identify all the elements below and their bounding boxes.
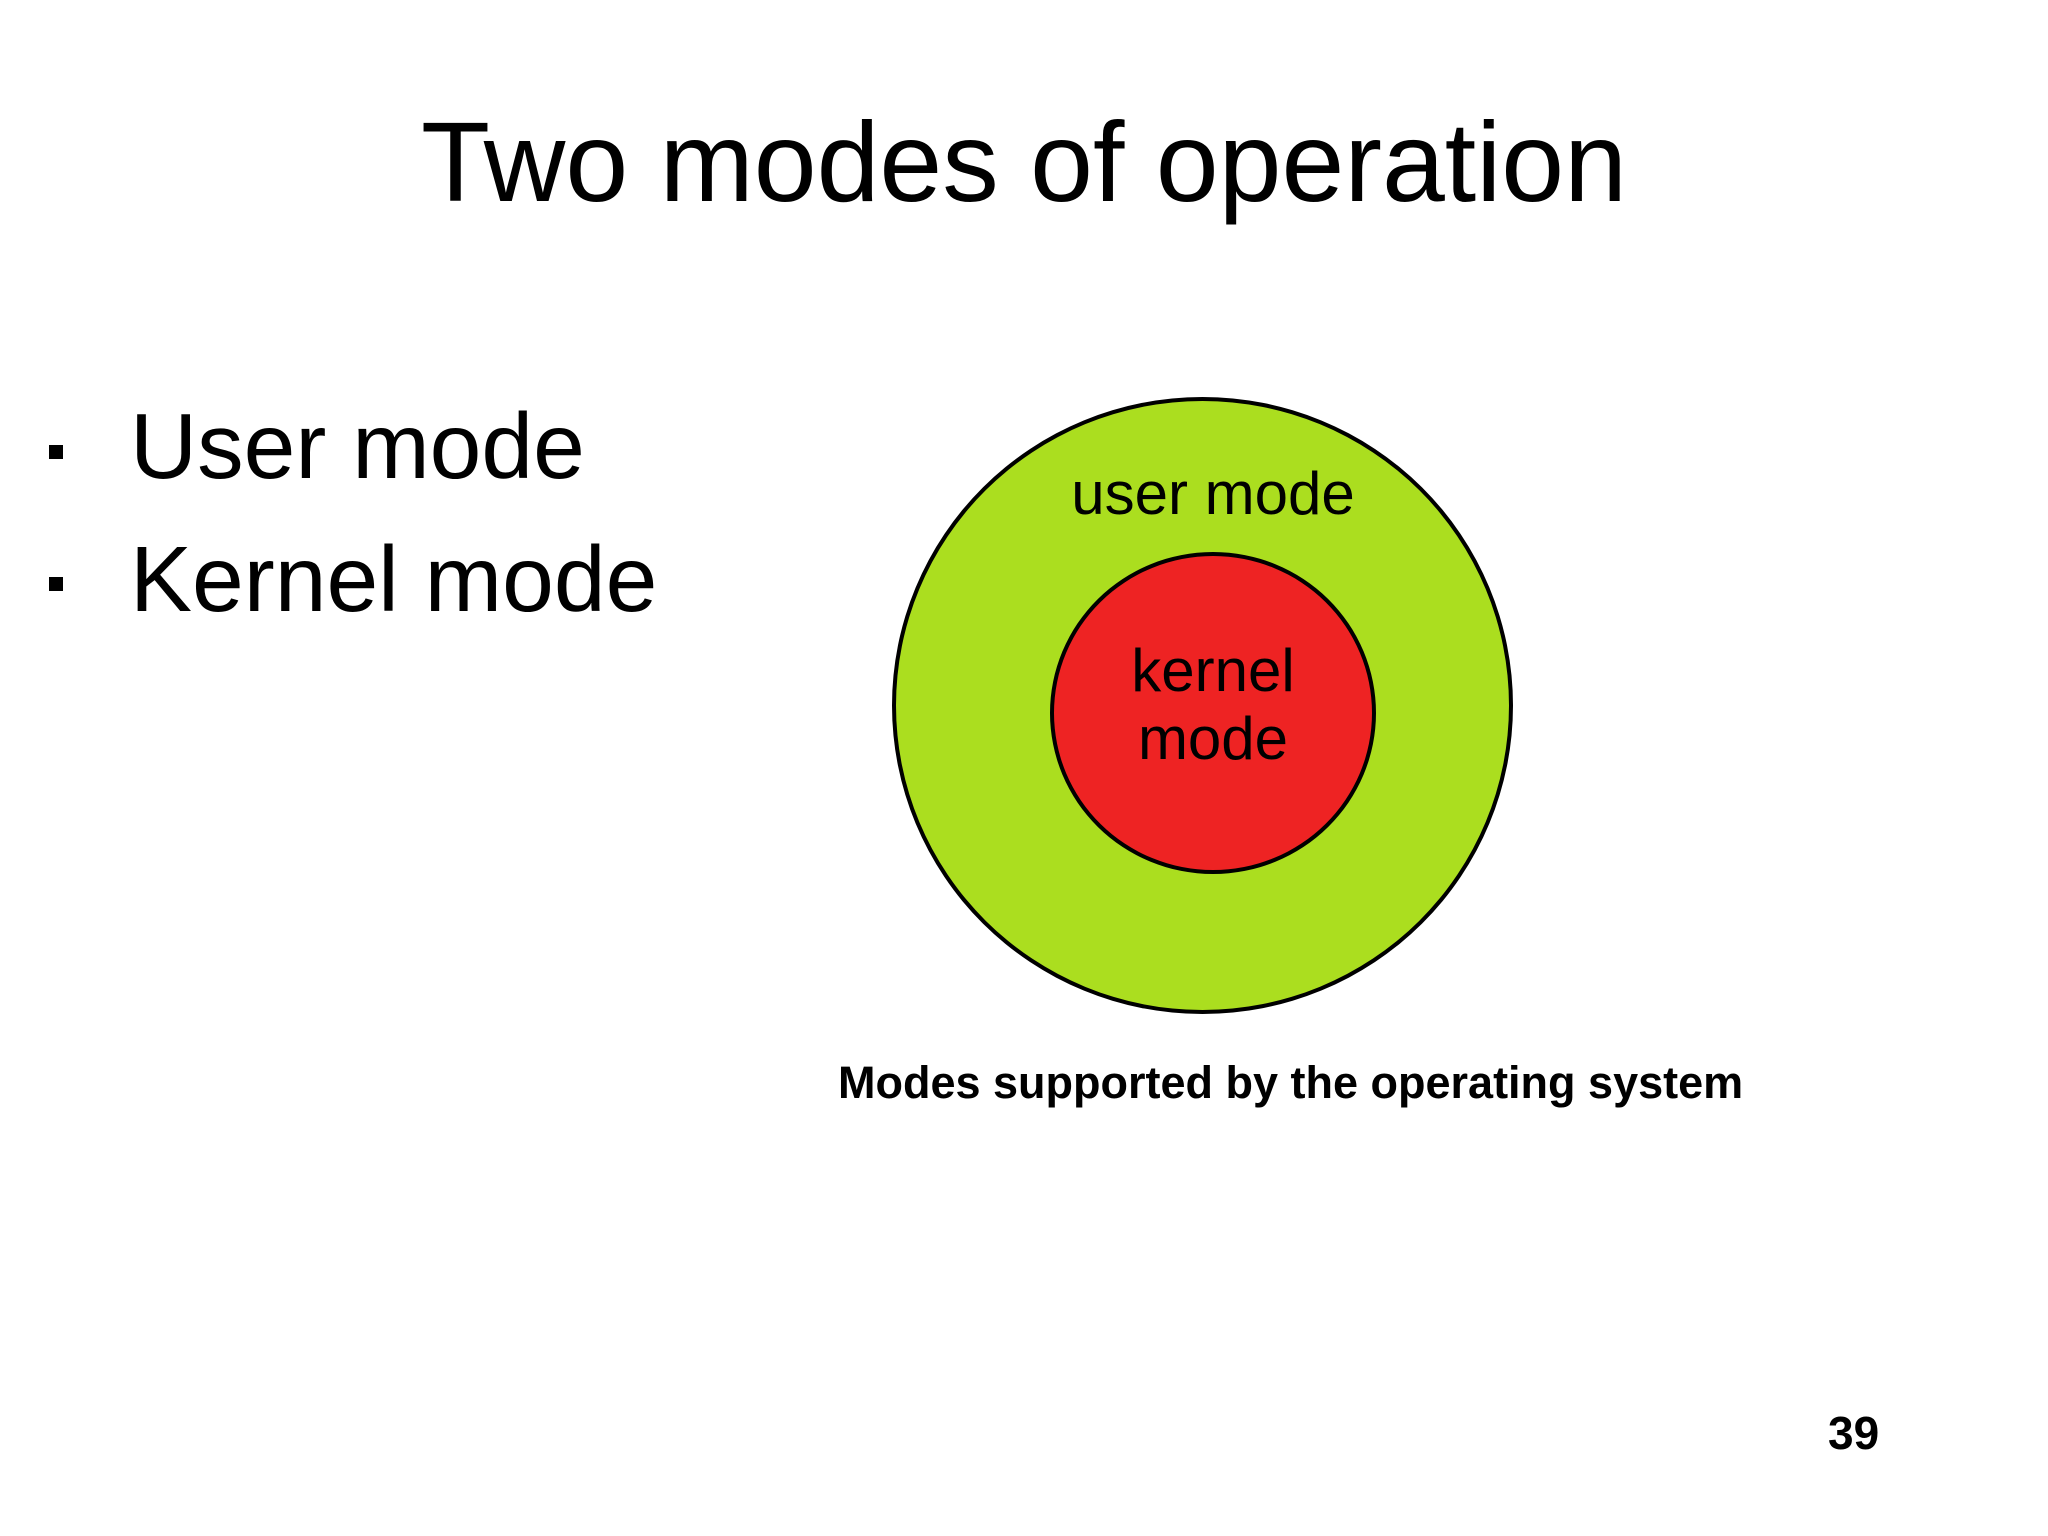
- page-number: 39: [1828, 1407, 1880, 1459]
- user-mode-label: user mode: [1071, 460, 1355, 527]
- diagram-caption: Modes supported by the operating system: [838, 1057, 1744, 1108]
- kernel-mode-label: kernel mode: [1050, 637, 1376, 773]
- bullet-square-icon: [49, 577, 63, 591]
- bullet-item-kernel-mode: Kernel mode: [130, 527, 658, 631]
- kernel-mode-label-line2: mode: [1137, 705, 1289, 772]
- kernel-mode-label-line1: kernel: [1131, 637, 1295, 704]
- slide-title: Two modes of operation: [420, 99, 1628, 225]
- bullet-item-user-mode: User mode: [130, 394, 585, 498]
- bullet-square-icon: [49, 445, 63, 459]
- kernel-mode-circle: [1050, 552, 1376, 874]
